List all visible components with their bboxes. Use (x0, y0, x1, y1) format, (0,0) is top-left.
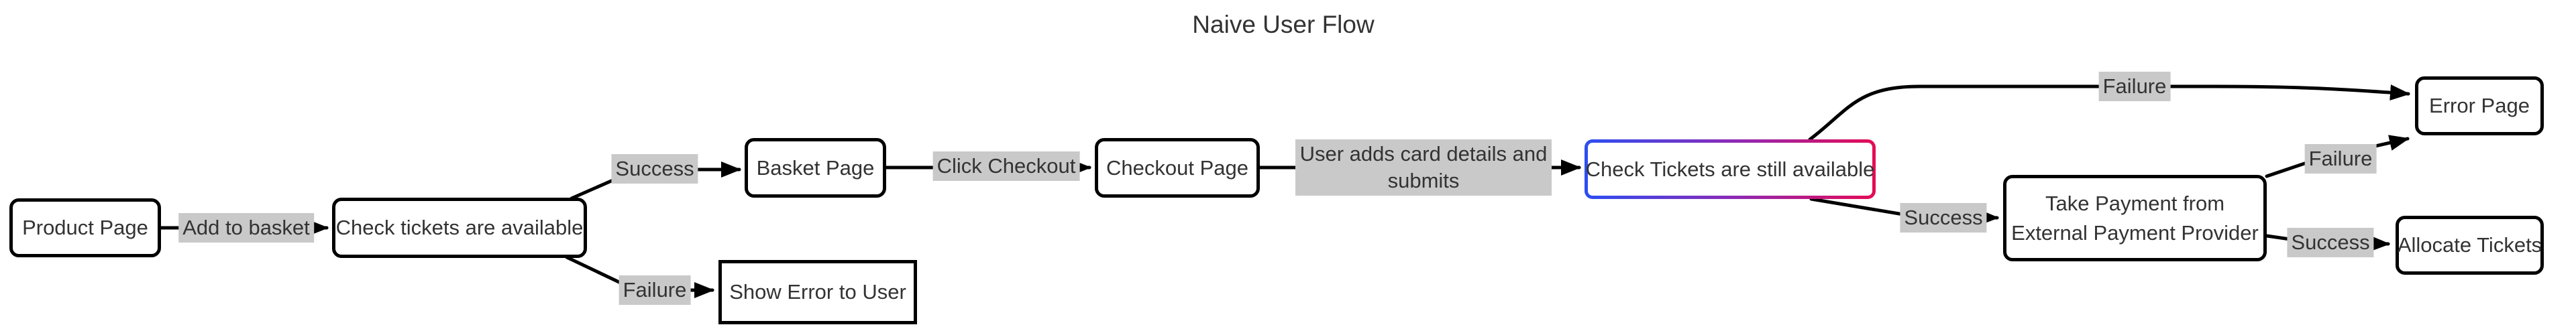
node-label-line2: External Payment Provider (2011, 220, 2259, 245)
node-basket-page: Basket Page (745, 138, 886, 198)
node-show-error-to-user: Show Error to User (718, 260, 917, 324)
edge-label-failure-error-page-top: Failure (2098, 72, 2171, 101)
edge-label-success-allocate: Success (2287, 228, 2374, 257)
node-check-tickets-still-available: Check Tickets are still available (1585, 139, 1876, 199)
node-checkout-page: Checkout Page (1095, 138, 1260, 198)
edge-label-add-to-basket: Add to basket (178, 213, 314, 243)
node-label-line1: Take Payment from (2045, 191, 2225, 215)
edge-check-still-failure-to-error-page (1808, 84, 2410, 141)
node-check-tickets-available: Check tickets are available (332, 198, 587, 258)
node-label: Check Tickets are still available (1585, 157, 1875, 181)
edge-label-success-basket: Success (611, 154, 698, 184)
node-label: Basket Page (756, 155, 875, 180)
node-label: Error Page (2429, 94, 2530, 117)
node-product-page: Product Page (9, 198, 161, 257)
node-label: Allocate Tickets (2397, 233, 2542, 257)
node-take-payment: Take Payment from External Payment Provi… (2003, 175, 2267, 261)
edge-label-failure-error-page-bottom: Failure (2304, 144, 2377, 174)
edge-label-failure-show-error: Failure (619, 275, 691, 305)
node-label: Check tickets are available (335, 216, 584, 239)
node-allocate-tickets: Allocate Tickets (2396, 216, 2544, 275)
node-label: Checkout Page (1106, 155, 1248, 180)
edge-label-user-adds-card-details: User adds card details and submits (1295, 139, 1552, 196)
node-label: Product Page (22, 216, 148, 239)
node-error-page: Error Page (2415, 76, 2544, 135)
diagram-title: Naive User Flow (1192, 11, 1375, 38)
edge-label-success-take-payment: Success (1900, 203, 1987, 233)
node-label: Show Error to User (729, 280, 906, 304)
edge-label-click-checkout: Click Checkout (932, 151, 1080, 181)
